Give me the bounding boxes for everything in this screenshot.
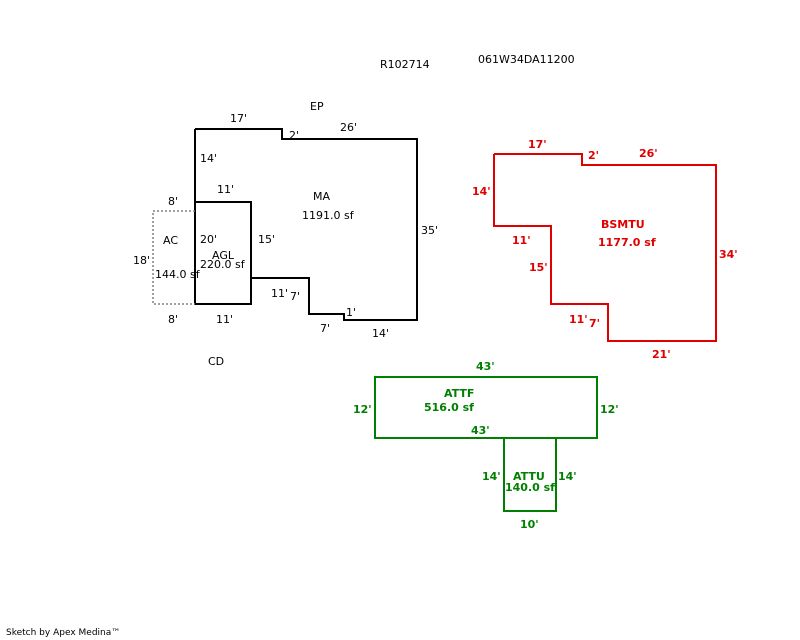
dim-agl-left: 20' — [200, 233, 217, 246]
agl-area: 220.0 sf — [200, 258, 246, 271]
dim-ma-right: 35' — [421, 224, 438, 237]
dim-attu-right: 14' — [558, 470, 577, 483]
ma-area: 1191.0 sf — [302, 209, 355, 222]
dim-bs-left-upper: 14' — [472, 185, 491, 198]
dim-ma-notch-h: 11' — [271, 287, 288, 300]
map-number: 061W34DA11200 — [478, 53, 575, 66]
dim-agl-bottom: 11' — [216, 313, 233, 326]
dim-bs-bottom: 21' — [652, 348, 671, 361]
ep-label: EP — [310, 100, 324, 113]
dim-ma-notch-v: 7' — [290, 290, 300, 303]
dim-ma-bottom-right: 14' — [372, 327, 389, 340]
dim-bs-top-left: 17' — [528, 138, 547, 151]
bsmtu-area: 1177.0 sf — [598, 236, 656, 249]
ac-code: AC — [163, 234, 178, 247]
dim-bs-notch-h2: 11' — [569, 313, 588, 326]
dim-attu-left: 14' — [482, 470, 501, 483]
attf-outline — [374, 376, 598, 439]
ma-code: MA — [313, 190, 330, 203]
attf-code: ATTF — [444, 387, 474, 400]
sketch-credit: Sketch by Apex Medina™ — [6, 628, 121, 638]
dim-ma-top-right: 26' — [340, 121, 357, 134]
dim-ma-step: 2' — [289, 129, 299, 142]
dim-ma-small-step: 1' — [346, 306, 356, 319]
agl-code: AGL — [212, 249, 235, 262]
cd-label: CD — [208, 355, 224, 368]
attu-outline — [503, 438, 557, 512]
attf-area: 516.0 sf — [424, 401, 474, 414]
dim-agl-right: 15' — [258, 233, 275, 246]
dim-ac-bottom: 8' — [168, 313, 178, 326]
dim-ma-top-left: 17' — [230, 112, 247, 125]
dim-ma-left-upper: 14' — [200, 152, 217, 165]
dim-bs-notch-h: 11' — [512, 234, 531, 247]
ma-outline — [195, 128, 418, 321]
dim-ac-top: 8' — [168, 195, 178, 208]
dim-attu-bottom: 10' — [520, 518, 539, 531]
bsmtu-outline — [493, 153, 717, 342]
bsmtu-code: BSMTU — [601, 218, 645, 231]
ac-outline — [152, 210, 195, 305]
dim-attf-top: 43' — [476, 360, 495, 373]
dim-bs-notch-v: 7' — [589, 317, 600, 330]
dim-bs-left-lower: 15' — [529, 261, 548, 274]
dim-attf-bottom: 43' — [471, 424, 490, 437]
ac-area: 144.0 sf — [155, 268, 201, 281]
dim-attf-right: 12' — [600, 403, 619, 416]
dim-bs-step: 2' — [588, 149, 599, 162]
dim-ma-notch-bottom: 7' — [320, 322, 330, 335]
dim-agl-top: 11' — [217, 183, 234, 196]
dim-ac-left: 18' — [133, 254, 150, 267]
dim-attf-left: 12' — [353, 403, 372, 416]
dim-bs-right: 34' — [719, 248, 738, 261]
parcel-id: R102714 — [380, 58, 430, 71]
dim-bs-top-right: 26' — [639, 147, 658, 160]
agl-outline — [194, 201, 252, 305]
attu-code: ATTU — [513, 470, 545, 483]
attu-area: 140.0 sf — [505, 481, 555, 494]
